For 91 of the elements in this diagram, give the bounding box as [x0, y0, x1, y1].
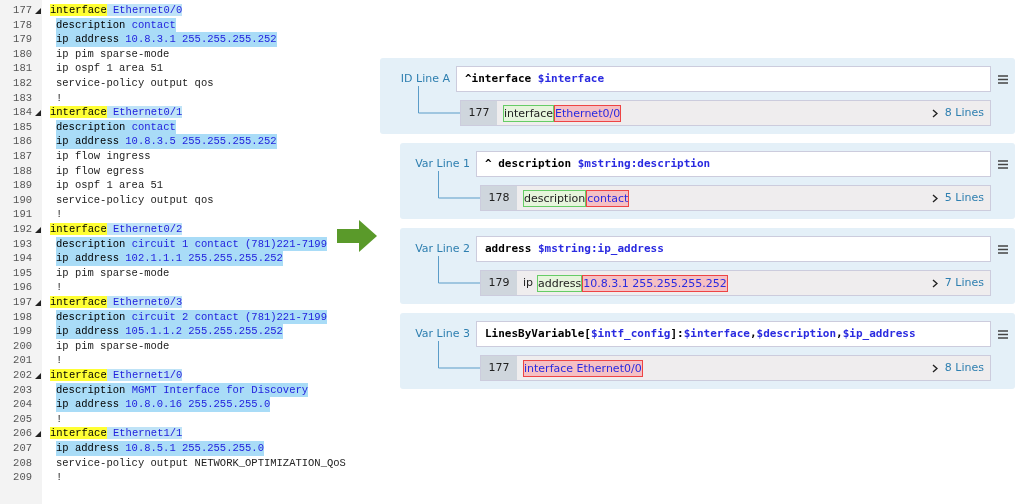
leader-line	[438, 170, 481, 199]
code-line: interface Ethernet0/1	[50, 105, 183, 120]
config-panel	[380, 58, 1015, 134]
line-number: 199	[12, 324, 32, 339]
line-number: 208	[12, 455, 32, 471]
line-number: 200	[12, 338, 32, 354]
line-number: 190	[12, 192, 32, 208]
line-number: 185	[12, 119, 32, 135]
line-number: 184	[12, 105, 32, 120]
line-number: 177	[12, 3, 32, 18]
line-number: 189	[12, 178, 32, 193]
line-number: 179	[481, 271, 517, 295]
line-number: 198	[12, 309, 32, 325]
code-line: interface Ethernet0/3	[50, 295, 183, 310]
line-number: 194	[12, 251, 32, 266]
line-number: 197	[12, 295, 32, 310]
line-number: 181	[12, 61, 32, 76]
match-result-row	[480, 355, 991, 381]
leader-line	[438, 255, 481, 284]
keyword-match: description	[523, 190, 587, 207]
line-number: 192	[12, 222, 32, 237]
code-line: !	[56, 353, 63, 368]
value-match: interface Ethernet0/0	[523, 360, 643, 377]
line-label: ID Line A	[380, 72, 450, 85]
value-match: Ethernet0/0	[554, 105, 622, 122]
line-label: Var Line 3	[400, 327, 470, 340]
keyword-match: interface	[503, 105, 555, 122]
code-line: ip pim sparse-mode	[56, 46, 170, 62]
line-number: 201	[12, 353, 32, 368]
code-line: ip pim sparse-mode	[56, 338, 170, 354]
code-line: !	[56, 411, 63, 427]
leader-line	[418, 85, 461, 114]
line-label: Var Line 1	[400, 157, 470, 170]
line-number: 206	[12, 426, 32, 441]
match-result-row	[480, 185, 991, 211]
line-number: 180	[12, 46, 32, 62]
line-number: 207	[12, 441, 32, 456]
line-label: Var Line 2	[400, 242, 470, 255]
code-line: service-policy output qos	[56, 192, 214, 208]
line-number: 187	[12, 149, 32, 164]
pattern-input-field: ^interface $interface	[456, 66, 991, 92]
line-number: 195	[12, 265, 32, 281]
code-line: ip flow egress	[56, 163, 145, 179]
code-line: service-policy output qos	[56, 76, 214, 91]
pattern-input-field: ^ description $mstring:description	[476, 151, 991, 177]
code-line: interface Ethernet1/0	[50, 368, 183, 383]
config-panel	[400, 228, 1015, 304]
code-line: !	[56, 470, 63, 485]
line-number: 204	[12, 397, 32, 412]
match-result-row	[460, 100, 991, 126]
code-line: interface Ethernet0/0	[50, 3, 183, 18]
value-match: 10.8.3.1 255.255.255.252	[582, 275, 728, 292]
expand-link: 7 Lines	[944, 275, 984, 290]
value-match: contact	[586, 190, 630, 207]
line-number: 177	[481, 356, 517, 380]
code-line: interface Ethernet1/1	[50, 426, 183, 441]
line-number: 196	[12, 280, 32, 295]
code-line: ip ospf 1 area 51	[56, 61, 164, 76]
code-line: ip ospf 1 area 51	[56, 178, 164, 193]
line-number: 209	[12, 470, 32, 485]
keyword-match: address	[537, 275, 583, 292]
expand-link: 5 Lines	[944, 190, 984, 205]
line-number: 183	[12, 90, 32, 106]
line-number: 178	[481, 186, 517, 210]
line-number: 188	[12, 163, 32, 179]
line-number: 193	[12, 236, 32, 252]
pattern-input-field: address $mstring:ip_address	[476, 236, 991, 262]
code-line: !	[56, 280, 63, 295]
config-text: ip	[523, 275, 534, 290]
code-line: service-policy output NETWORK_OPTIMIZATION_QoS	[56, 455, 346, 471]
config-panel	[400, 313, 1015, 389]
expand-link: 8 Lines	[944, 105, 984, 120]
leader-line	[438, 340, 481, 369]
match-result-row	[480, 270, 991, 296]
code-line: !	[56, 90, 63, 106]
expand-link: 8 Lines	[944, 360, 984, 375]
line-number: 202	[12, 368, 32, 383]
code-line: interface Ethernet0/2	[50, 222, 183, 237]
line-number: 178	[12, 17, 32, 33]
line-number: 177	[461, 101, 497, 125]
code-line: ip pim sparse-mode	[56, 265, 170, 281]
config-panel	[400, 143, 1015, 219]
line-number: 203	[12, 382, 32, 398]
pattern-input-field: LinesByVariable[$intf_config]:$interface,$description,$ip_address	[476, 321, 991, 347]
code-line: ip flow ingress	[56, 149, 151, 164]
line-number: 191	[12, 207, 32, 222]
line-number: 205	[12, 411, 32, 427]
line-number: 179	[12, 32, 32, 47]
line-number: 186	[12, 134, 32, 149]
code-line: !	[56, 207, 63, 222]
line-number: 182	[12, 76, 32, 91]
